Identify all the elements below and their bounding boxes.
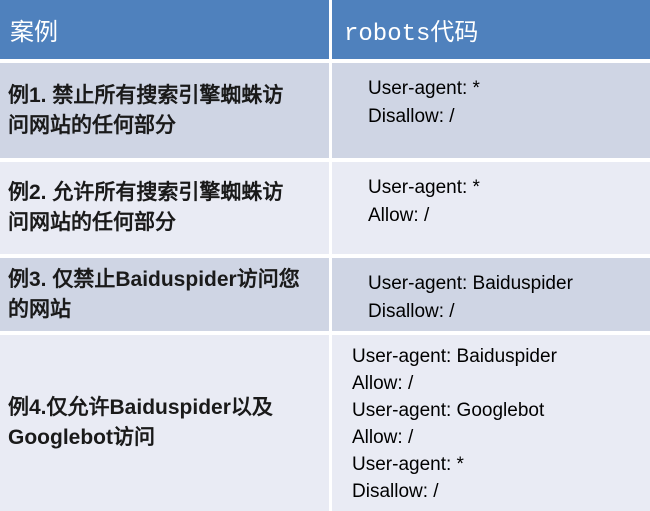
case-cell-example1: 例1. 禁止所有搜索引擎蜘蛛访问网站的任何部分: [0, 63, 329, 158]
case-cell-example3: 例3. 仅禁止Baiduspider访问您的网站: [0, 258, 329, 331]
code-cell-example2: User-agent: *Allow: /: [332, 162, 650, 254]
case-cell-example2: 例2. 允许所有搜索引擎蜘蛛访问网站的任何部分: [0, 162, 329, 254]
code-cell-example1: User-agent: *Disallow: /: [332, 63, 650, 158]
header-cell-case: 案例: [0, 0, 329, 59]
header-code-label: robots代码: [344, 20, 479, 48]
header-cell-code: robots代码: [332, 0, 650, 59]
header-case-label: 案例: [10, 20, 58, 48]
